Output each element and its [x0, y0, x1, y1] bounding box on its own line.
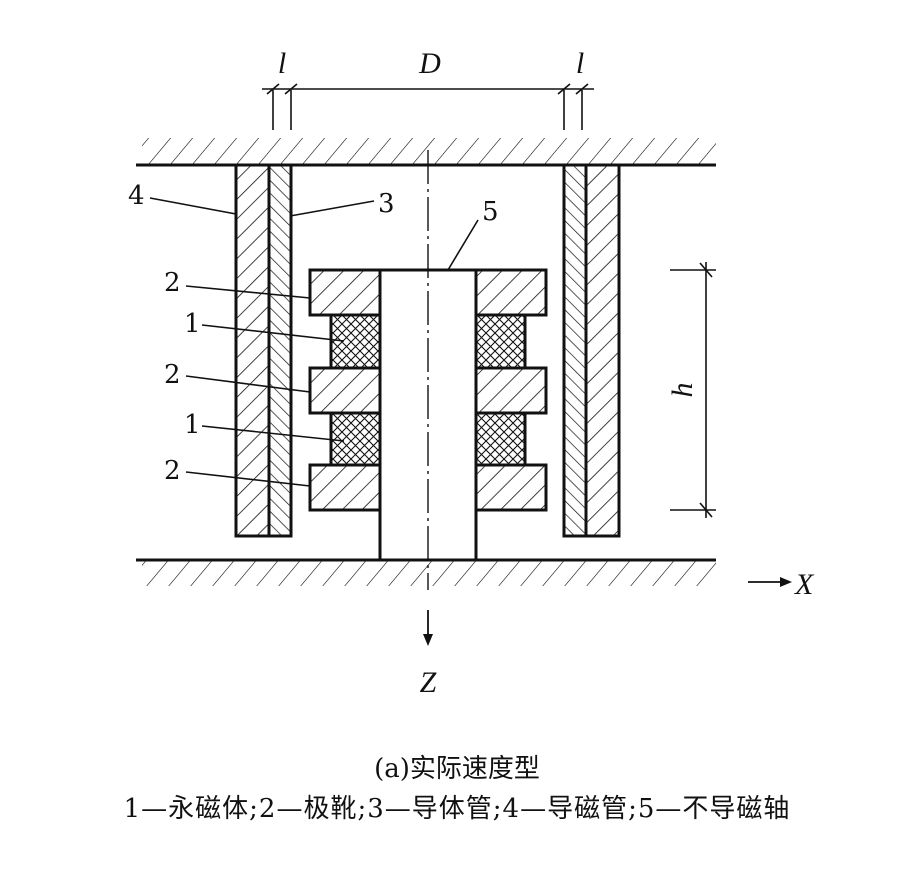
pole-shoe-right-2: [474, 366, 548, 415]
x-axis-label: X: [794, 568, 815, 601]
figure-subtitle: (a)实际速度型: [374, 754, 540, 784]
part-number-2-bottom: 2: [164, 456, 181, 486]
part-number-1-lower: 1: [184, 410, 201, 440]
z-axis-label: Z: [420, 666, 437, 699]
part-number-4: 4: [128, 181, 145, 211]
magnet-right-1: [474, 313, 527, 370]
magnet-left-1: [329, 313, 382, 370]
leader-lines: [149, 197, 479, 487]
h-label: h: [666, 383, 699, 398]
magnet-right-2: [474, 411, 527, 467]
top-frame: [136, 138, 716, 167]
x-axis-arrow: [748, 577, 792, 587]
z-axis-arrow: [423, 610, 433, 646]
d-label: D: [418, 47, 441, 80]
dimension-h: [670, 262, 716, 518]
bottom-frame: [136, 558, 716, 586]
dimension-D: [262, 83, 594, 130]
magnet-left-2: [329, 411, 382, 467]
magnetic-tube-right: [584, 163, 621, 538]
pole-shoe-left-2: [308, 366, 382, 415]
pole-shoe-right-1: [474, 268, 548, 317]
conductor-tube-right: [562, 163, 588, 538]
l-label-left: l: [278, 47, 286, 80]
conductor-tube-left: [267, 163, 293, 538]
part-number-5: 5: [482, 197, 499, 227]
part-number-2-middle: 2: [164, 360, 181, 390]
part-number-3: 3: [378, 189, 395, 219]
figure-legend: 1—永磁体;2—极靴;3—导体管;4—导磁管;5—不导磁轴: [123, 794, 791, 824]
l-label-right: l: [576, 47, 584, 80]
pole-shoe-right-3: [474, 463, 548, 512]
pole-shoe-left-3: [308, 463, 382, 512]
part-number-1-upper: 1: [184, 309, 201, 339]
pole-shoe-left-1: [308, 268, 382, 317]
part-number-2-top: 2: [164, 268, 181, 298]
